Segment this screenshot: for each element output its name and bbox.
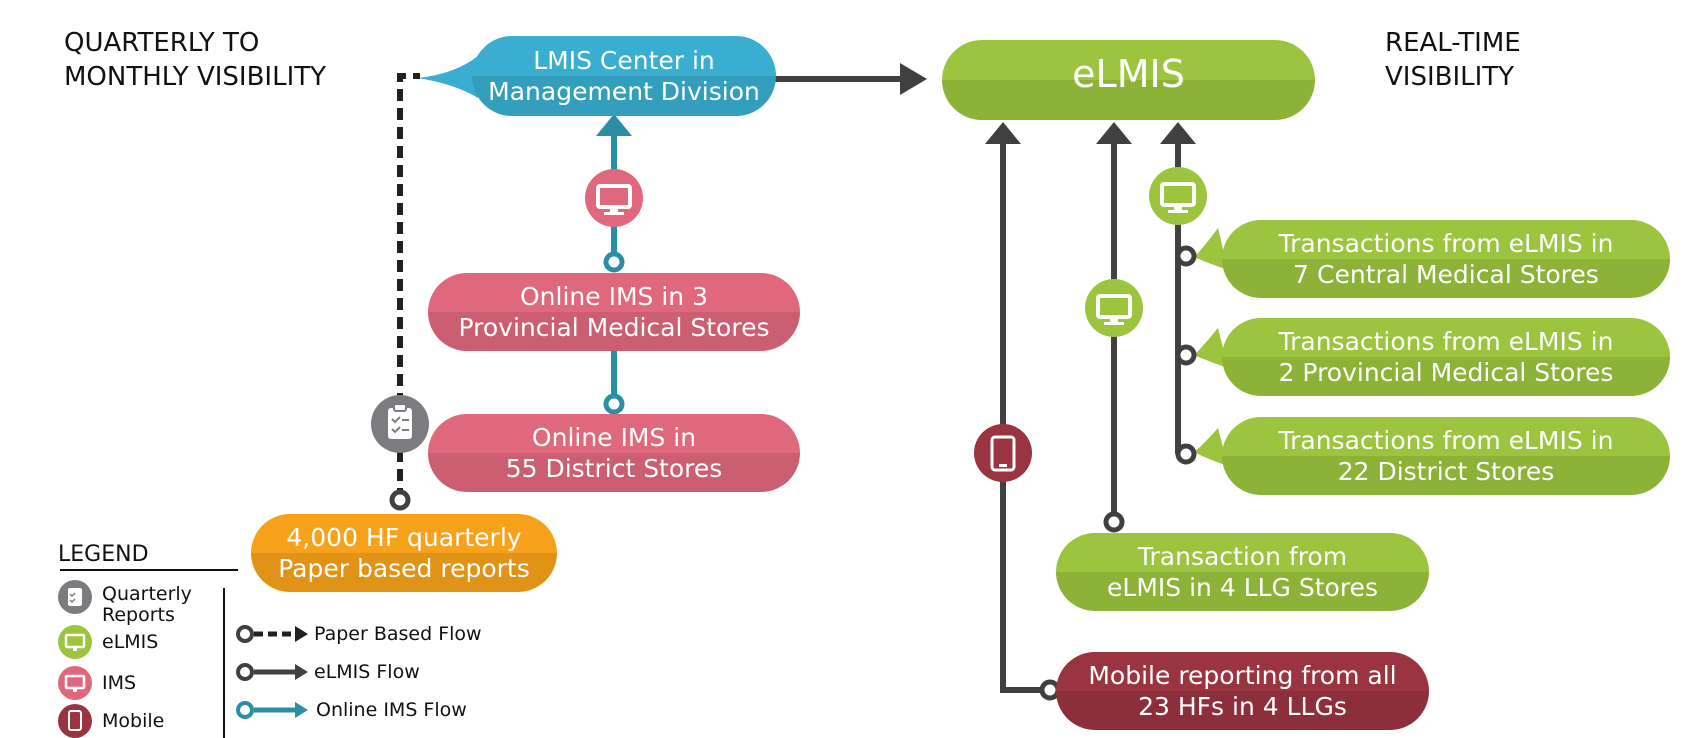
legend-quarterly-label: Quarterly Reports	[102, 583, 192, 626]
llg-flow-arrow	[1096, 122, 1132, 144]
heading-realtime-visibility: REAL-TIME VISIBILITY	[1385, 28, 1521, 92]
elmis-stores-node-icon	[1149, 167, 1207, 225]
legend-paper-flow-label: Paper Based Flow	[314, 623, 482, 645]
legend-title: LEGEND	[58, 542, 149, 567]
ims-flow-arrow	[596, 114, 632, 136]
elmis-node: eLMIS	[942, 40, 1315, 120]
tx-provincial-node: Transactions from eLMIS in 2 Provincial …	[1222, 318, 1670, 396]
lmis-center-label: LMIS Center in Management Division	[488, 46, 760, 106]
legend-ims-flow-sample	[236, 701, 308, 719]
ims-provincial-node: Online IMS in 3 Provincial Medical Store…	[428, 273, 800, 351]
ims-flow-start-top	[603, 251, 625, 273]
tx-district-label: Transactions from eLMIS in 22 District S…	[1278, 426, 1614, 486]
hf-paper-reports-label: 4,000 HF quarterly Paper based reports	[278, 523, 530, 583]
legend-elmis-label: eLMIS	[102, 631, 159, 653]
elmis-llg-node-icon	[1085, 279, 1143, 337]
hf-paper-reports-node: 4,000 HF quarterly Paper based reports	[251, 514, 557, 592]
tx-provincial-tail	[1194, 328, 1228, 368]
legend-mobile-label: Mobile	[102, 710, 165, 732]
stores-flow-dot-provincial	[1175, 344, 1197, 366]
tx-district-tail	[1194, 428, 1228, 466]
tx-central-tail	[1194, 228, 1228, 270]
legend-elmis-flow-sample	[236, 663, 308, 681]
mobile-reporting-node: Mobile reporting from all 23 HFs in 4 LL…	[1056, 652, 1429, 730]
ims-flow-start-bottom	[603, 393, 625, 415]
ims-provincial-label: Online IMS in 3 Provincial Medical Store…	[458, 282, 770, 342]
stores-flow-dot-central	[1175, 245, 1197, 267]
tx-district-node: Transactions from eLMIS in 22 District S…	[1222, 417, 1670, 495]
mobile-flow-line	[1000, 138, 1048, 693]
legend-ims-label: IMS	[102, 672, 137, 694]
legend-ims-flow-label: Online IMS Flow	[316, 699, 467, 721]
tx-central-node: Transactions from eLMIS in 7 Central Med…	[1222, 220, 1670, 298]
stores-flow-dot-district	[1175, 443, 1197, 465]
stores-flow-arrow	[1160, 122, 1196, 144]
tx-llg-label: Transaction from eLMIS in 4 LLG Stores	[1107, 542, 1378, 602]
ims-node-icon	[585, 169, 643, 227]
tx-central-label: Transactions from eLMIS in 7 Central Med…	[1278, 229, 1614, 289]
quarterly-report-node-icon	[371, 395, 429, 453]
lmis-center-node: LMIS Center in Management Division	[472, 36, 776, 116]
legend-paper-flow-sample	[236, 625, 308, 643]
tx-llg-node: Transaction from eLMIS in 4 LLG Stores	[1056, 533, 1429, 611]
tx-provincial-label: Transactions from eLMIS in 2 Provincial …	[1278, 327, 1614, 387]
legend-quarterly-icon	[58, 580, 92, 614]
heading-quarterly-visibility: QUARTERLY TO MONTHLY VISIBILITY	[64, 28, 327, 92]
legend-ims-icon	[58, 666, 92, 700]
lmis-to-elmis-arrow	[900, 63, 927, 95]
mobile-node-icon	[974, 424, 1032, 482]
legend-elmis-flow-label: eLMIS Flow	[314, 661, 420, 683]
ims-district-label: Online IMS in 55 District Stores	[505, 423, 723, 483]
paper-flow-line	[397, 73, 420, 500]
mobile-flow-arrow	[985, 122, 1021, 144]
lmis-center-tail	[418, 56, 478, 98]
elmis-label: eLMIS	[1072, 51, 1185, 96]
mobile-reporting-label: Mobile reporting from all 23 HFs in 4 LL…	[1088, 661, 1397, 721]
llg-flow-start	[1103, 511, 1125, 533]
legend-elmis-icon	[58, 625, 92, 659]
ims-district-node: Online IMS in 55 District Stores	[428, 414, 800, 492]
legend-mobile-icon	[58, 704, 92, 738]
paper-flow-start	[389, 489, 411, 511]
